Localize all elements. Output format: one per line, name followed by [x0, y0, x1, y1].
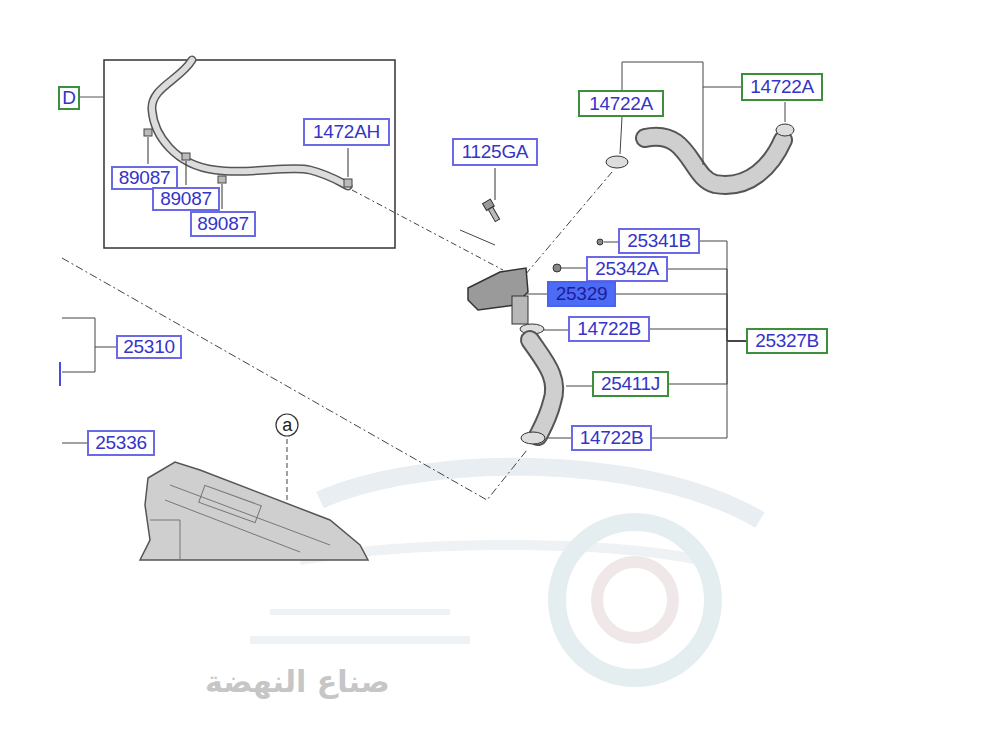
callout-box: 14722A	[741, 73, 823, 101]
callout-number: 89087	[119, 168, 170, 188]
callout-number: 89087	[197, 214, 248, 234]
callout-box: 1125GA	[452, 138, 538, 166]
callout-number: 25329	[556, 284, 607, 304]
reference-circle: a	[275, 413, 299, 437]
callout-number: D	[62, 88, 75, 108]
callout-number: 25336	[95, 433, 146, 453]
callout-number: a	[282, 415, 292, 435]
callout-number: 89087	[160, 189, 211, 209]
callout-box: 25411J	[592, 371, 669, 397]
callout-number: 25327B	[755, 331, 819, 351]
callout-number: 1472AH	[313, 122, 380, 142]
callout-number: 25411J	[601, 374, 660, 394]
callout-box: 14722B	[568, 316, 650, 342]
bracket-line	[650, 329, 746, 341]
callout-box: 14722A	[578, 90, 664, 117]
callout-number: 14722A	[589, 94, 653, 114]
callout-box: 25336	[87, 430, 155, 456]
callout-number: 14722B	[577, 319, 641, 339]
bracket-line	[668, 269, 746, 341]
callout-box: 25341B	[618, 228, 700, 254]
callout-box: 25310	[116, 335, 182, 359]
callout-box: 25327B	[746, 328, 828, 354]
watermark-text: صناع النهضة	[205, 664, 390, 699]
bracket-line	[700, 241, 746, 341]
callout-box: 1472AH	[303, 118, 390, 146]
callout-box: 25342A	[586, 256, 668, 282]
bracket-line	[669, 341, 746, 384]
callout-number: 14722A	[750, 77, 814, 97]
callout-number: 25310	[123, 337, 174, 357]
highlighted-callout-box: 25329	[547, 281, 616, 307]
callout-number: 25342A	[595, 259, 659, 279]
callout-number: 1125GA	[462, 142, 529, 162]
callout-box: D	[58, 86, 80, 110]
callout-box: 89087	[190, 211, 256, 237]
callout-box: 89087	[152, 187, 220, 211]
callout-number: 25341B	[627, 231, 691, 251]
watermark-logo	[250, 467, 760, 678]
callout-number: 14722B	[580, 428, 644, 448]
callout-box: 14722B	[571, 425, 652, 451]
